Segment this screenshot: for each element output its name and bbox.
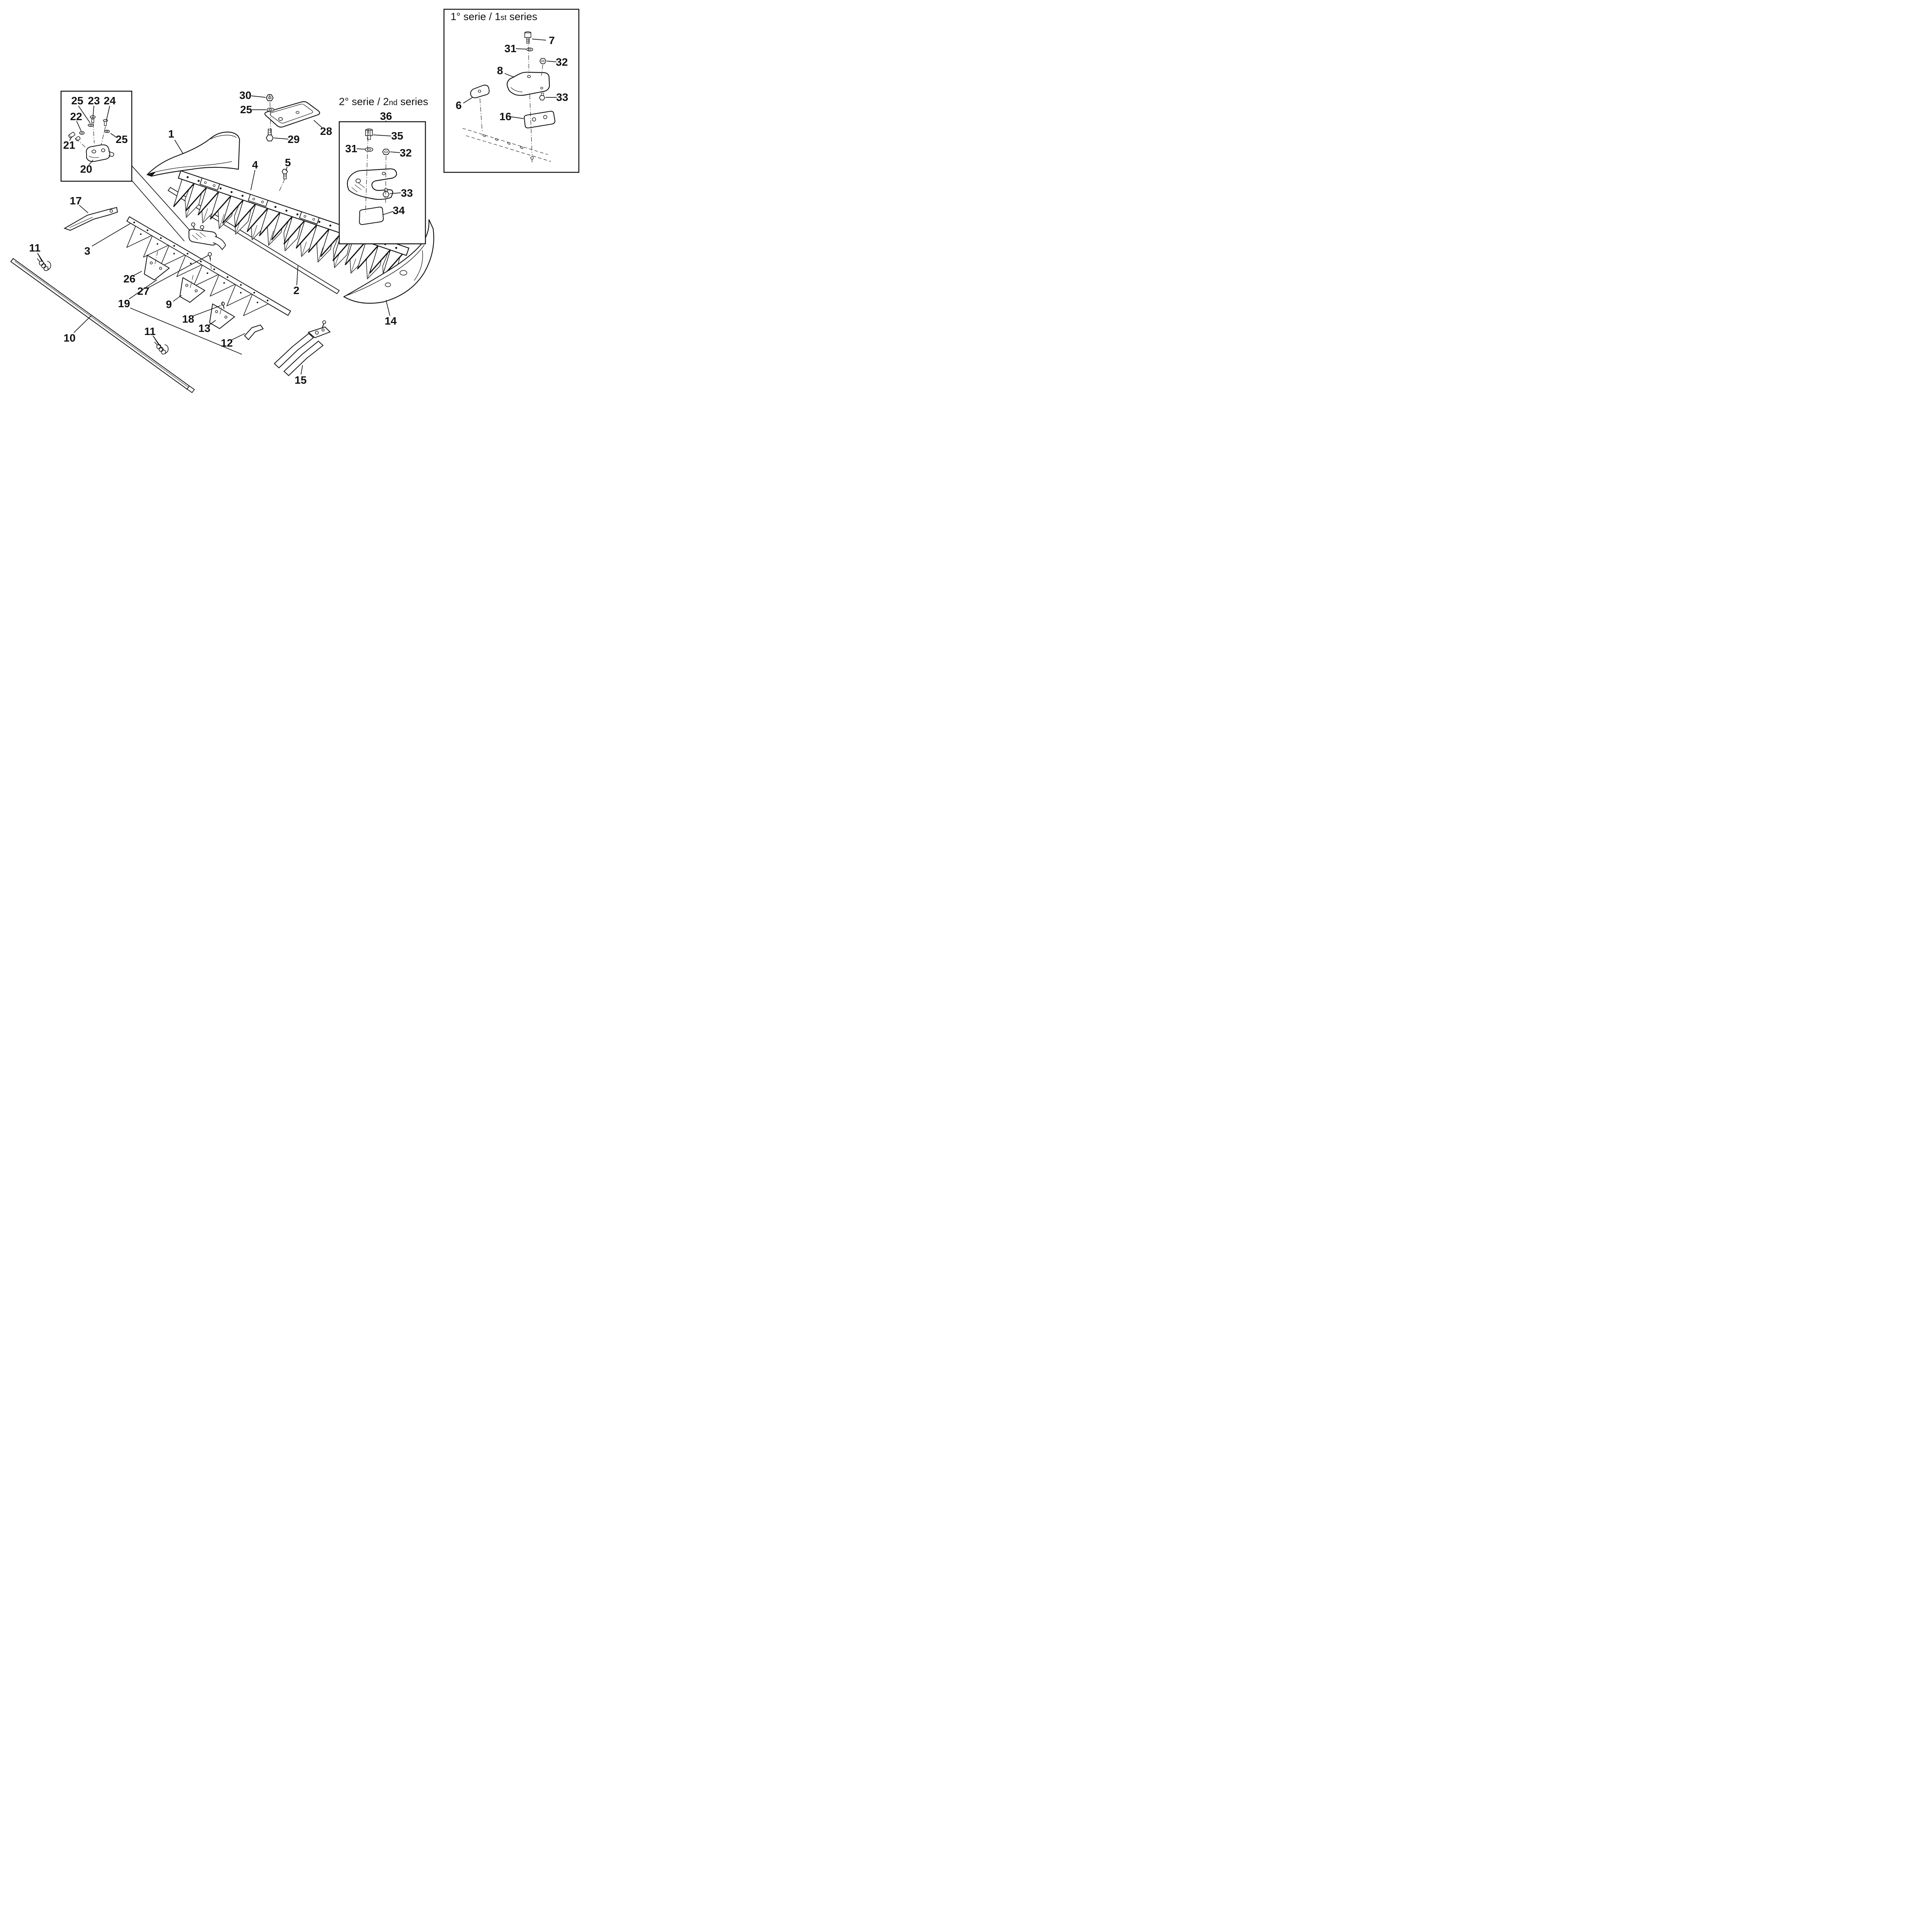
knife-bar-holes [133,221,269,301]
first-series-title: 1° serie / 1st series [451,12,537,22]
second-series-title-ordinal: nd [389,99,398,107]
first-series-title-text2: series [506,11,537,22]
knife-clip-plates [144,255,235,329]
spring-clip-left [37,258,51,271]
inner-shoe [146,131,240,177]
outer-shoe [343,219,434,304]
cutter-bar-frame [10,258,195,393]
top-plate-group [264,94,320,141]
second-series-parts [347,128,397,225]
knife-head-clamp [188,222,226,250]
first-series-title-text: 1° serie / 1 [451,11,501,22]
wear-bracket [244,324,264,340]
second-series-title-text2: series [397,96,429,107]
double-guard-finger [274,320,331,376]
leader-lines [37,39,557,375]
rivet-screw-27 [207,252,212,260]
first-series-parts [462,31,556,162]
knife-bar [126,216,291,316]
assembly-axis-lines [75,38,543,315]
diagram-canvas [10,9,580,393]
clamp-detail-parts [68,115,114,162]
knife-sections [173,179,403,278]
single-guard-finger [63,207,118,231]
second-series-title-text: 2° serie / 2 [339,96,389,107]
first-series-title-ordinal: st [500,14,507,22]
knife-sections-2 [126,226,269,316]
knife-head-plates [199,177,320,224]
parts-diagram-page: 1° serie / 1st series 2° serie / 2nd ser… [0,0,580,393]
bolt-5 [282,169,288,179]
second-series-title: 2° serie / 2nd series [339,97,428,107]
